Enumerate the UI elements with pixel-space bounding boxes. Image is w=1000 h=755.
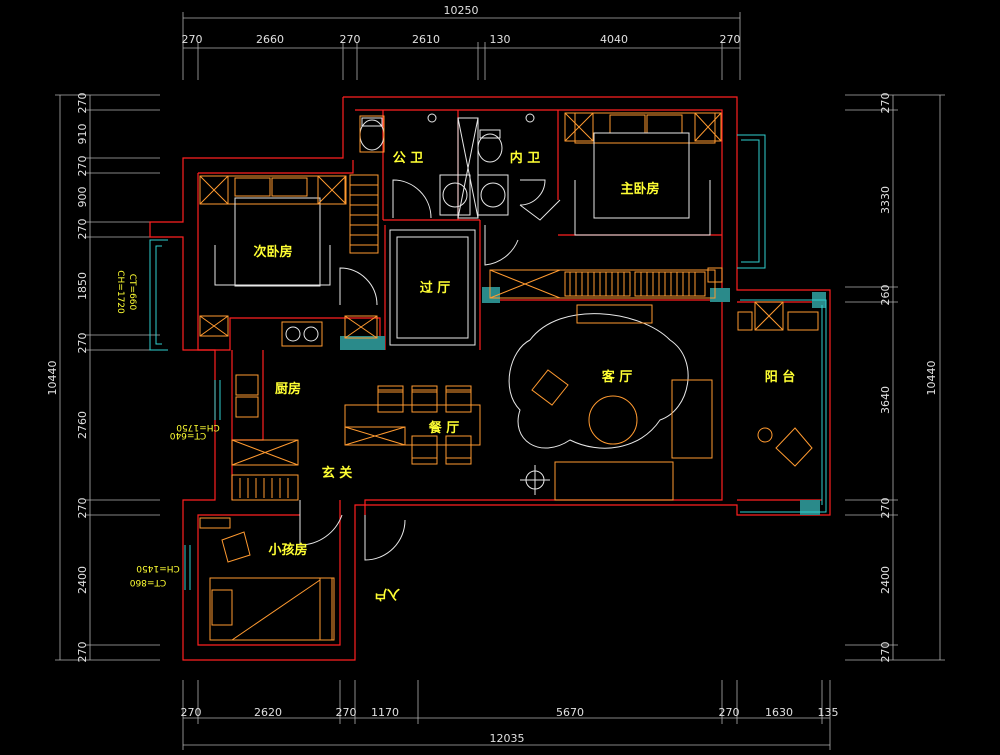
kitchen-fixtures <box>199 315 378 501</box>
right-dim-6: 2400 <box>879 566 892 594</box>
bottom-dimension-chain: 270 2620 270 1170 5670 270 1630 135 1203… <box>181 680 839 750</box>
second-bedroom-furniture <box>199 174 379 306</box>
kids-room-ct: CT=860 <box>129 577 166 587</box>
label-dining: 餐 厅 <box>428 420 460 436</box>
left-dim-9: 270 <box>76 498 89 519</box>
right-dim-1: 270 <box>879 93 892 114</box>
right-dim-5: 270 <box>879 498 892 519</box>
bottom-dim-5: 5670 <box>556 706 584 719</box>
dining-table <box>344 385 481 465</box>
label-hall: 过 厅 <box>420 280 451 296</box>
right-dim-3: 260 <box>879 285 892 306</box>
label-entry: 玄 关 <box>322 465 353 481</box>
right-dim-2: 3330 <box>879 186 892 214</box>
left-dim-1: 270 <box>76 93 89 114</box>
left-dim-3: 270 <box>76 156 89 177</box>
right-dimension-chain: 10440 270 3330 260 3640 270 2400 270 <box>845 93 945 663</box>
right-dim-7: 270 <box>879 642 892 663</box>
left-dim-8: 2760 <box>76 411 89 439</box>
label-second-bedroom: 次卧房 <box>253 244 292 260</box>
bottom-dim-1: 270 <box>181 706 202 719</box>
left-dim-2: 910 <box>76 124 89 145</box>
left-dim-10: 2400 <box>76 566 89 594</box>
label-living: 客 厅 <box>602 369 633 385</box>
top-dim-5: 130 <box>490 33 511 46</box>
top-dim-4: 2610 <box>412 33 440 46</box>
left-dim-11: 270 <box>76 642 89 663</box>
label-ensuite-bath: 内 卫 <box>510 150 541 166</box>
bottom-total-dim: 12035 <box>490 732 525 745</box>
bathroom-fixtures <box>359 113 561 221</box>
label-kitchen: 厨房 <box>275 381 301 397</box>
top-dim-2: 2660 <box>256 33 284 46</box>
top-dim-6: 4040 <box>600 33 628 46</box>
second-bedroom-ct: CT=660 <box>127 274 137 311</box>
top-dim-3: 270 <box>340 33 361 46</box>
left-dimension-chain: 10440 270 910 270 900 270 1850 270 2760 … <box>46 93 160 663</box>
left-dim-4: 900 <box>76 187 89 208</box>
label-master-bedroom: 主卧房 <box>620 181 659 197</box>
label-balcony: 阳 台 <box>765 369 796 385</box>
left-dim-5: 270 <box>76 219 89 240</box>
wardrobe-row <box>489 267 723 299</box>
left-dim-7: 270 <box>76 333 89 354</box>
kitchen-ch: CH=1750 <box>176 422 220 432</box>
bottom-dim-4: 1170 <box>371 706 399 719</box>
exterior-walls <box>149 96 831 661</box>
living-furniture <box>508 304 713 501</box>
top-dim-1: 270 <box>182 33 203 46</box>
second-bedroom-ch: CH=1720 <box>115 270 125 314</box>
kids-room-ch: CH=1450 <box>136 563 180 573</box>
structural-columns <box>340 287 826 515</box>
balcony-furniture <box>737 301 819 467</box>
bottom-dim-7: 1630 <box>765 706 793 719</box>
windows <box>149 134 827 590</box>
kitchen-ct: CT=640 <box>169 430 206 440</box>
label-public-bath: 公 卫 <box>393 151 424 166</box>
bottom-dim-3: 270 <box>336 706 357 719</box>
top-dim-7: 270 <box>720 33 741 46</box>
bottom-dim-2: 2620 <box>254 706 282 719</box>
label-entrance-marker: 入户 <box>374 586 400 602</box>
right-dim-4: 3640 <box>879 386 892 414</box>
bottom-dim-8: 135 <box>818 706 839 719</box>
master-bed <box>564 112 722 236</box>
bottom-dim-6: 270 <box>719 706 740 719</box>
label-kids-room: 小孩房 <box>268 542 307 558</box>
left-total-dim: 10440 <box>46 361 59 396</box>
hall-cabinet <box>389 225 519 346</box>
kids-room-furniture <box>199 500 406 641</box>
top-dimension-chain: 10250 270 2660 270 2610 130 4040 270 <box>182 4 741 80</box>
top-total-dim: 10250 <box>444 4 479 17</box>
left-dim-6: 1850 <box>76 272 89 300</box>
right-total-dim: 10440 <box>925 361 938 396</box>
